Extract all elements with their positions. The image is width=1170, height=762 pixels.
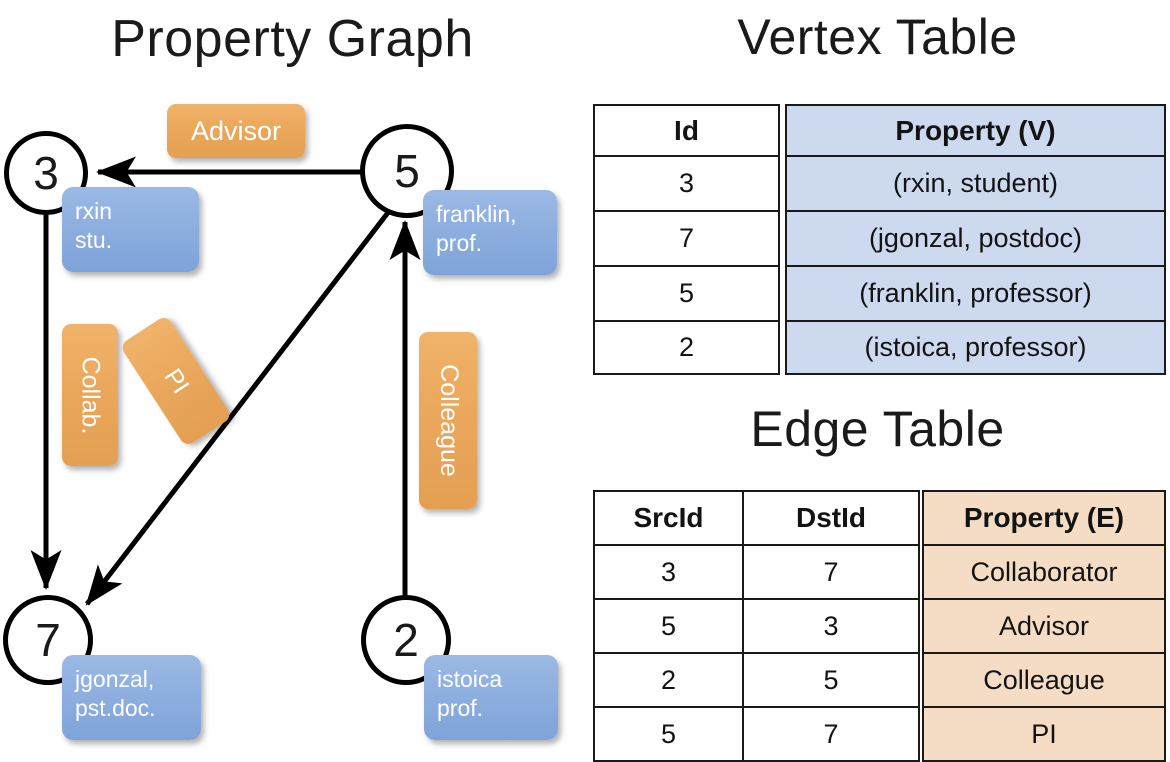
- page-title-edge-table: Edge Table: [750, 401, 1005, 457]
- property-graph-diagram: 3 5 7 2 rxin stu. franklin, prof. jgonza…: [0, 0, 585, 760]
- edge-label-text: Collab.: [76, 356, 105, 434]
- node-property-line: stu.: [75, 227, 113, 253]
- edge-cell-srcid: 3: [593, 544, 744, 600]
- table-row[interactable]: (franklin, professor): [785, 265, 1166, 322]
- node-property-box-3: rxin stu.: [62, 187, 199, 272]
- table-row[interactable]: Advisor: [922, 598, 1166, 654]
- node-property-line: rxin: [75, 198, 113, 224]
- table-row[interactable]: 2: [593, 320, 780, 375]
- vertex-header-id: Id: [593, 104, 780, 157]
- edge-cell-property: Colleague: [922, 652, 1166, 708]
- edge-label-text: PI: [158, 363, 195, 399]
- edge-table-src-dst-columns: SrcId DstId 3 7 5 3 2 5 5 7: [593, 490, 920, 762]
- node-property-line: pst.doc.: [75, 695, 156, 721]
- edge-cell-property: PI: [922, 706, 1166, 762]
- edge-cell-srcid: 2: [593, 652, 744, 708]
- vertex-cell-id: 5: [593, 265, 780, 322]
- node-property-box-7: jgonzal, pst.doc.: [62, 655, 201, 740]
- table-header-row: Id: [593, 104, 780, 157]
- graph-node-5[interactable]: 5: [360, 124, 454, 218]
- table-row[interactable]: 5 3: [593, 598, 920, 654]
- edge-cell-srcid: 5: [593, 706, 744, 762]
- edge-5-to-7-pi: [85, 208, 392, 606]
- table-row[interactable]: Collaborator: [922, 544, 1166, 600]
- table-row[interactable]: 2 5: [593, 652, 920, 708]
- graph-edges-layer: [30, 156, 421, 606]
- table-row[interactable]: Colleague: [922, 652, 1166, 708]
- edge-cell-dstid: 3: [742, 598, 920, 654]
- table-row[interactable]: 3 7: [593, 544, 920, 600]
- table-row[interactable]: (istoica, professor): [785, 320, 1166, 375]
- table-header-row: SrcId DstId: [593, 490, 920, 546]
- node-property-box-2: istoica prof.: [424, 655, 558, 740]
- vertex-cell-property: (franklin, professor): [785, 265, 1166, 322]
- table-row[interactable]: 3: [593, 155, 780, 212]
- edge-cell-srcid: 5: [593, 598, 744, 654]
- edge-label-advisor: Advisor: [167, 104, 305, 158]
- vertex-cell-property: (rxin, student): [785, 155, 1166, 212]
- table-header-row: Property (V): [785, 104, 1166, 157]
- vertex-cell-id: 3: [593, 155, 780, 212]
- table-row[interactable]: 5: [593, 265, 780, 322]
- vertex-cell-property: (istoica, professor): [785, 320, 1166, 375]
- node-property-line: istoica: [437, 666, 503, 692]
- vertex-cell-id: 2: [593, 320, 780, 375]
- vertex-header-property: Property (V): [785, 104, 1166, 157]
- table-header-row: Property (E): [922, 490, 1166, 546]
- vertex-cell-id: 7: [593, 210, 780, 267]
- vertex-table-id-column: Id 3 7 5 2: [593, 104, 780, 375]
- table-row[interactable]: (jgonzal, postdoc): [785, 210, 1166, 267]
- node-property-box-5: franklin, prof.: [423, 190, 557, 275]
- graph-node-2[interactable]: 2: [361, 595, 451, 685]
- edge-header-dstid: DstId: [742, 490, 920, 546]
- table-row[interactable]: 7: [593, 210, 780, 267]
- node-property-line: franklin,: [436, 201, 517, 227]
- node-property-line: jgonzal,: [75, 666, 155, 692]
- page-title-vertex-table: Vertex Table: [737, 9, 1018, 65]
- page-title-property-graph: Property Graph: [111, 10, 474, 68]
- edge-cell-property: Advisor: [922, 598, 1166, 654]
- edge-label-text: Colleague: [434, 364, 463, 477]
- vertex-cell-property: (jgonzal, postdoc): [785, 210, 1166, 267]
- table-row[interactable]: (rxin, student): [785, 155, 1166, 212]
- node-property-line: prof.: [436, 230, 483, 256]
- edge-cell-property: Collaborator: [922, 544, 1166, 600]
- table-row[interactable]: 5 7: [593, 706, 920, 762]
- edge-cell-dstid: 7: [742, 544, 920, 600]
- edge-label-text: Advisor: [190, 115, 282, 146]
- edge-cell-dstid: 5: [742, 652, 920, 708]
- edge-label-colleague: Colleague: [419, 332, 477, 509]
- edge-label-collab: Collab.: [62, 324, 118, 466]
- edge-table-property-column: Property (E) Collaborator Advisor Collea…: [922, 490, 1166, 762]
- table-row[interactable]: PI: [922, 706, 1166, 762]
- edge-header-property: Property (E): [922, 490, 1166, 546]
- vertex-table-property-column: Property (V) (rxin, student) (jgonzal, p…: [785, 104, 1166, 375]
- edge-cell-dstid: 7: [742, 706, 920, 762]
- edge-header-srcid: SrcId: [593, 490, 744, 546]
- node-property-line: prof.: [437, 695, 484, 721]
